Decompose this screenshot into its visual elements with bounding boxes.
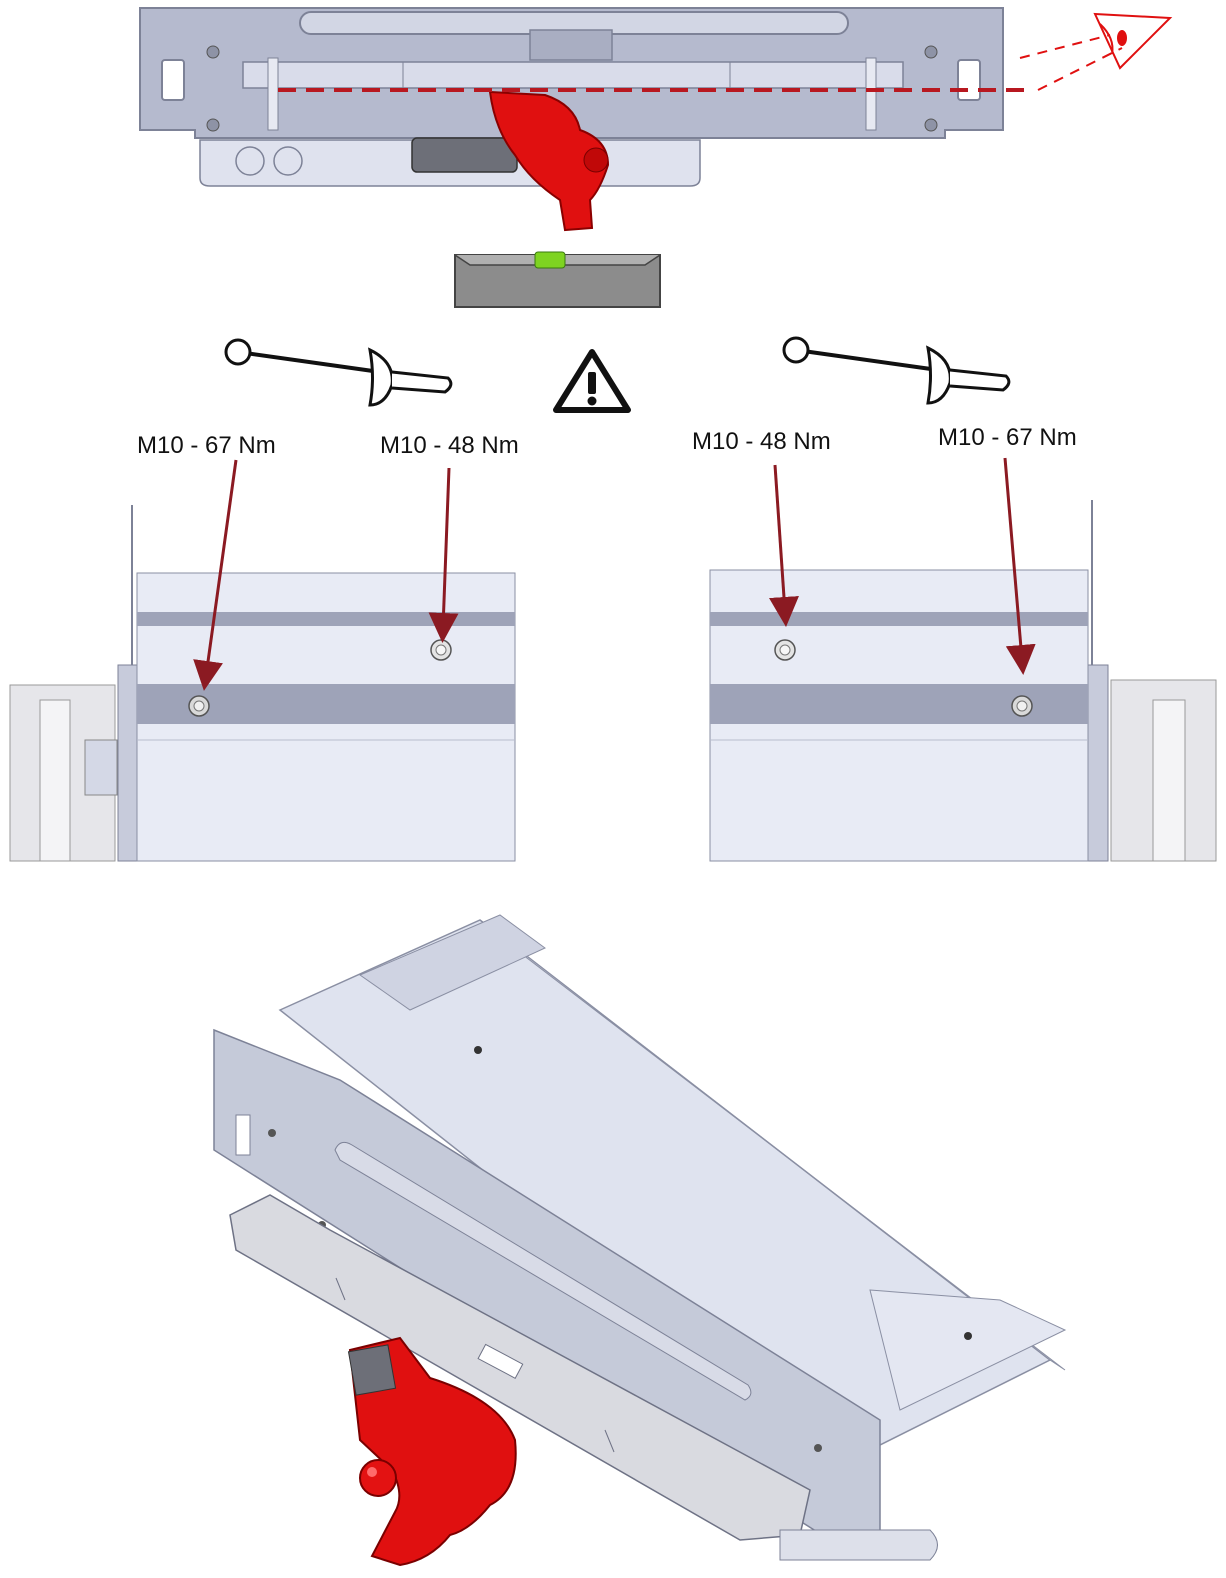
right-detail-panel	[709, 500, 1217, 862]
warning-triangle-icon	[553, 349, 631, 413]
isometric-assembly	[213, 914, 1067, 1567]
torque-label-right-outer: M10 - 67 Nm	[938, 424, 1077, 451]
torque-label-left-outer: M10 - 67 Nm	[137, 432, 276, 459]
torque-arrow-right-inner	[769, 464, 799, 627]
torque-wrench-icon	[782, 336, 1011, 405]
torque-label-right-inner: M10 - 48 Nm	[692, 428, 831, 455]
left-detail-panel	[9, 505, 516, 862]
torque-arrow-left-inner	[428, 467, 459, 643]
torque-wrench-icon	[224, 338, 453, 407]
eye-icon	[1093, 12, 1173, 70]
torque-arrow-left-outer	[193, 459, 238, 691]
front-view-assembly	[139, 7, 1123, 232]
torque-arrow-right-outer	[1003, 457, 1036, 675]
tow-ball	[347, 1336, 517, 1567]
torque-label-left-inner: M10 - 48 Nm	[380, 432, 519, 459]
spirit-level-icon	[454, 251, 661, 308]
